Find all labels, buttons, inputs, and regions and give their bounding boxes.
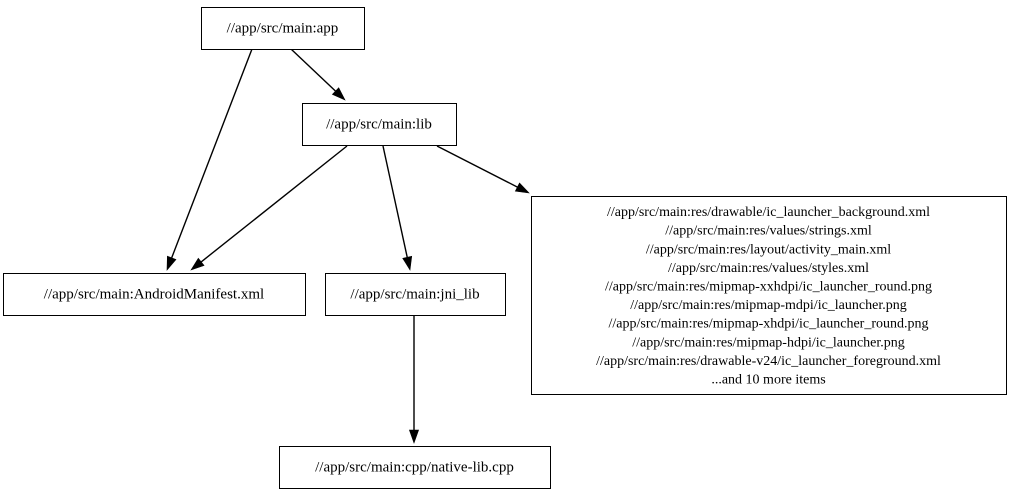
graph-edge-app-to-manifest (166, 48, 253, 271)
node-box[interactable] (531, 196, 1007, 395)
edge-layer (166, 48, 530, 444)
node-label-line: //app/src/main:res/values/styles.xml (668, 261, 869, 276)
node-box[interactable] (279, 446, 551, 489)
node-label: //app/src/main:jni_lib (350, 286, 479, 302)
node-label-line: //app/src/main:res/drawable/ic_launcher_… (607, 205, 930, 220)
graph-node-native_lib[interactable]: //app/src/main:cpp/native-lib.cpp (279, 446, 551, 489)
arrowhead-icon (514, 182, 530, 194)
node-label-line: //app/src/main:res/mipmap-xxhdpi/ic_laun… (605, 280, 932, 295)
node-box[interactable] (3, 273, 306, 316)
node-label: //app/src/main:cpp/native-lib.cpp (315, 459, 514, 475)
node-label-line: ...and 10 more items (711, 373, 825, 388)
graph-edge-lib-to-manifest (190, 145, 348, 271)
arrowhead-icon (166, 255, 177, 271)
graph-node-app[interactable]: //app/src/main:app (201, 7, 365, 50)
edge-shaft (436, 145, 518, 188)
graph-edge-lib-to-resources (436, 145, 530, 194)
node-label-line: //app/src/main:res/layout/activity_main.… (646, 242, 891, 257)
node-box[interactable] (201, 7, 365, 50)
edge-shaft (290, 48, 337, 92)
graph-node-lib[interactable]: //app/src/main:lib (302, 103, 457, 146)
graph-edge-app-to-lib (290, 48, 346, 101)
node-box[interactable] (302, 103, 457, 146)
edge-shaft (171, 48, 253, 259)
graph-edge-jni-lib-to-native-lib (408, 316, 420, 444)
graph-node-resources[interactable]: //app/src/main:res/drawable/ic_launcher_… (531, 196, 1007, 395)
node-label-line: //app/src/main:res/mipmap-hdpi/ic_launch… (632, 335, 905, 350)
edge-shaft (382, 145, 408, 258)
node-label-line: //app/src/main:res/values/strings.xml (665, 224, 872, 239)
graph-edge-lib-to-jni-lib (382, 145, 413, 271)
node-label-line: //app/src/main:res/mipmap-xhdpi/ic_launc… (609, 317, 929, 332)
node-label: //app/src/main:AndroidManifest.xml (44, 286, 264, 302)
arrowhead-icon (408, 429, 420, 444)
node-box[interactable] (325, 273, 506, 316)
node-label-line: //app/src/main:res/mipmap-mdpi/ic_launch… (630, 298, 906, 313)
node-label: //app/src/main:app (227, 20, 339, 36)
edge-shaft (200, 145, 348, 263)
node-label: //app/src/main:lib (326, 116, 432, 132)
arrowhead-icon (331, 87, 346, 101)
node-layer: //app/src/main:app //app/src/main:lib //ap… (3, 7, 1007, 489)
graph-node-manifest[interactable]: //app/src/main:AndroidManifest.xml (3, 273, 306, 316)
arrowhead-icon (190, 257, 205, 271)
arrowhead-icon (402, 255, 413, 271)
node-label-line: //app/src/main:res/drawable-v24/ic_launc… (596, 354, 941, 369)
graph-node-jni_lib[interactable]: //app/src/main:jni_lib (325, 273, 506, 316)
